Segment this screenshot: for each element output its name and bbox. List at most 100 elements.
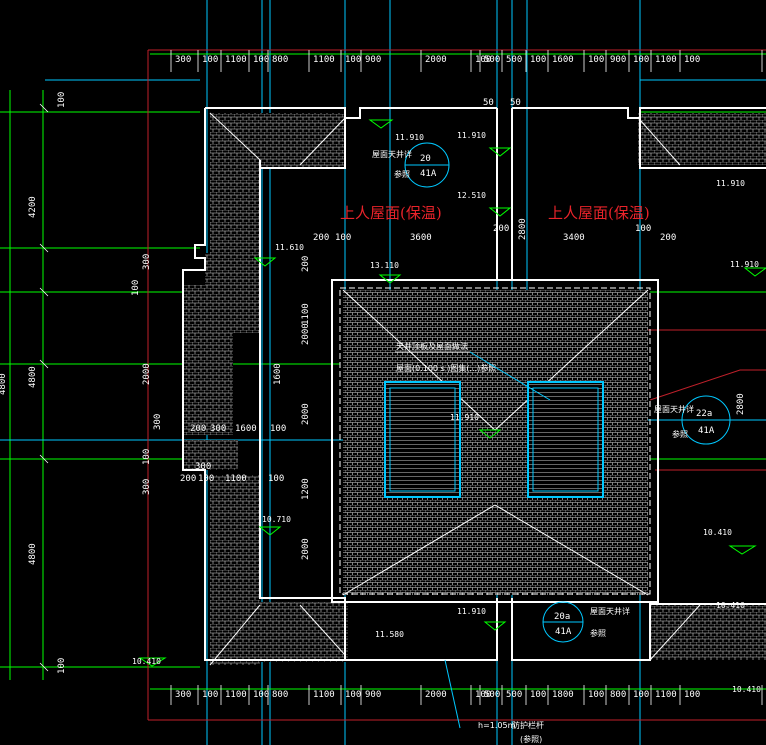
- note-text: h=1.05m: [478, 721, 516, 730]
- dim-text: 1100: [225, 690, 247, 700]
- roof-diagonals: [209, 112, 701, 666]
- dim-text: 100: [588, 55, 604, 65]
- grid-lines: [0, 90, 766, 680]
- dimension-tick: [39, 662, 49, 672]
- callout-number: 22a: [696, 409, 712, 419]
- dim-text: 1100: [313, 690, 335, 700]
- level-markers: [138, 119, 766, 667]
- dim-text: 1600: [235, 424, 257, 434]
- level-text: 11.910: [716, 179, 745, 188]
- level-text: 11.910: [450, 413, 479, 422]
- dim-text: 2000: [425, 690, 447, 700]
- dim-text: 200: [301, 256, 311, 272]
- dim-text: 2000: [301, 538, 311, 560]
- dim-text: 100: [475, 690, 491, 700]
- level-text: 10.710: [262, 515, 291, 524]
- dim-text: 900: [365, 690, 381, 700]
- dim-text: 4800: [0, 373, 8, 395]
- dim-text: 200: [313, 233, 329, 243]
- dim-text: 300: [175, 690, 191, 700]
- callout-number: 20a: [554, 612, 570, 622]
- dim-text: 100: [345, 55, 361, 65]
- callout-ref: 41A: [420, 169, 437, 179]
- dim-text: 500: [506, 690, 522, 700]
- level-text: 11.910: [395, 133, 424, 142]
- dim-text: 100: [253, 55, 269, 65]
- dim-text: 100: [635, 224, 651, 234]
- note-text: 防护栏杆: [512, 720, 544, 730]
- dim-text: 300: [210, 424, 226, 434]
- note-text: 屋面(0.100 s )图集(...)参照: [396, 363, 496, 373]
- dim-text: 300: [153, 414, 163, 430]
- dim-text: 100: [475, 55, 491, 65]
- dim-text: 4800: [28, 366, 38, 388]
- dim-text: 100: [633, 55, 649, 65]
- callout-ref: 41A: [698, 426, 715, 436]
- callout-ref: 41A: [555, 627, 572, 637]
- dimension-tick: [39, 287, 49, 297]
- level-text: 11.610: [275, 243, 304, 252]
- dim-text: 200: [180, 474, 196, 484]
- dim-text: 100: [253, 690, 269, 700]
- dim-text: 2000: [425, 55, 447, 65]
- callout-label: 屋面天井详: [590, 606, 630, 616]
- dim-text: 100: [530, 55, 546, 65]
- dimension-tick: [39, 103, 49, 113]
- dim-text: 100: [684, 690, 700, 700]
- dim-text: 1100: [313, 55, 335, 65]
- dimension-column-left: [39, 103, 49, 672]
- callout-number: 20: [420, 154, 431, 164]
- dim-text: 100: [57, 658, 67, 674]
- dim-text: 500: [484, 690, 500, 700]
- callout-sub: 参照: [394, 169, 410, 179]
- level-text: 11.580: [375, 630, 404, 639]
- dim-text: 100: [633, 690, 649, 700]
- dim-text: 2800: [736, 393, 746, 415]
- dim-text: 100: [57, 92, 67, 108]
- dim-text: 1100: [655, 690, 677, 700]
- dim-text: 4800: [28, 543, 38, 565]
- dim-text: 1100: [225, 474, 247, 484]
- level-text: 13.110: [370, 261, 399, 270]
- dim-text: 1100: [655, 55, 677, 65]
- level-text: 11.910: [730, 260, 759, 269]
- dim-text: 200: [190, 424, 206, 434]
- dim-text: 2800: [518, 218, 528, 240]
- callout-sub: 参照: [590, 628, 606, 638]
- dim-text: 800: [272, 690, 288, 700]
- dim-text: 1600: [273, 363, 283, 385]
- dimension-tick: [39, 243, 49, 253]
- level-text: 11.910: [457, 131, 486, 140]
- dim-text: 100: [142, 449, 152, 465]
- skylights: [384, 381, 604, 498]
- dim-text: 50: [483, 98, 494, 108]
- dim-text: 100: [530, 690, 546, 700]
- callout-circles: [404, 142, 731, 643]
- dimension-tick: [39, 359, 49, 369]
- dim-text: 200: [493, 224, 509, 234]
- dim-text: 800: [272, 55, 288, 65]
- callout-label: 屋面天井详: [654, 404, 694, 414]
- dim-text: 1100: [225, 55, 247, 65]
- dim-text: 1200: [301, 478, 311, 500]
- dim-text: 50: [510, 98, 521, 108]
- note-text: (参照): [520, 734, 542, 744]
- level-text: 11.910: [457, 607, 486, 616]
- dim-text: 300: [142, 479, 152, 495]
- dim-text: 100: [335, 233, 351, 243]
- level-text: 10.410: [732, 685, 761, 694]
- dim-text: 2000: [142, 363, 152, 385]
- dim-text: 300: [175, 55, 191, 65]
- dim-text: 100: [131, 280, 141, 296]
- dim-text: 1600: [552, 55, 574, 65]
- dim-text: 100: [268, 474, 284, 484]
- dim-text: 4200: [28, 196, 38, 218]
- dim-text: 100: [345, 690, 361, 700]
- dim-text: 500: [506, 55, 522, 65]
- dim-text: 300: [195, 462, 211, 472]
- dim-text: 3400: [563, 233, 585, 243]
- room-label-right: 上人屋面(保温): [548, 204, 650, 222]
